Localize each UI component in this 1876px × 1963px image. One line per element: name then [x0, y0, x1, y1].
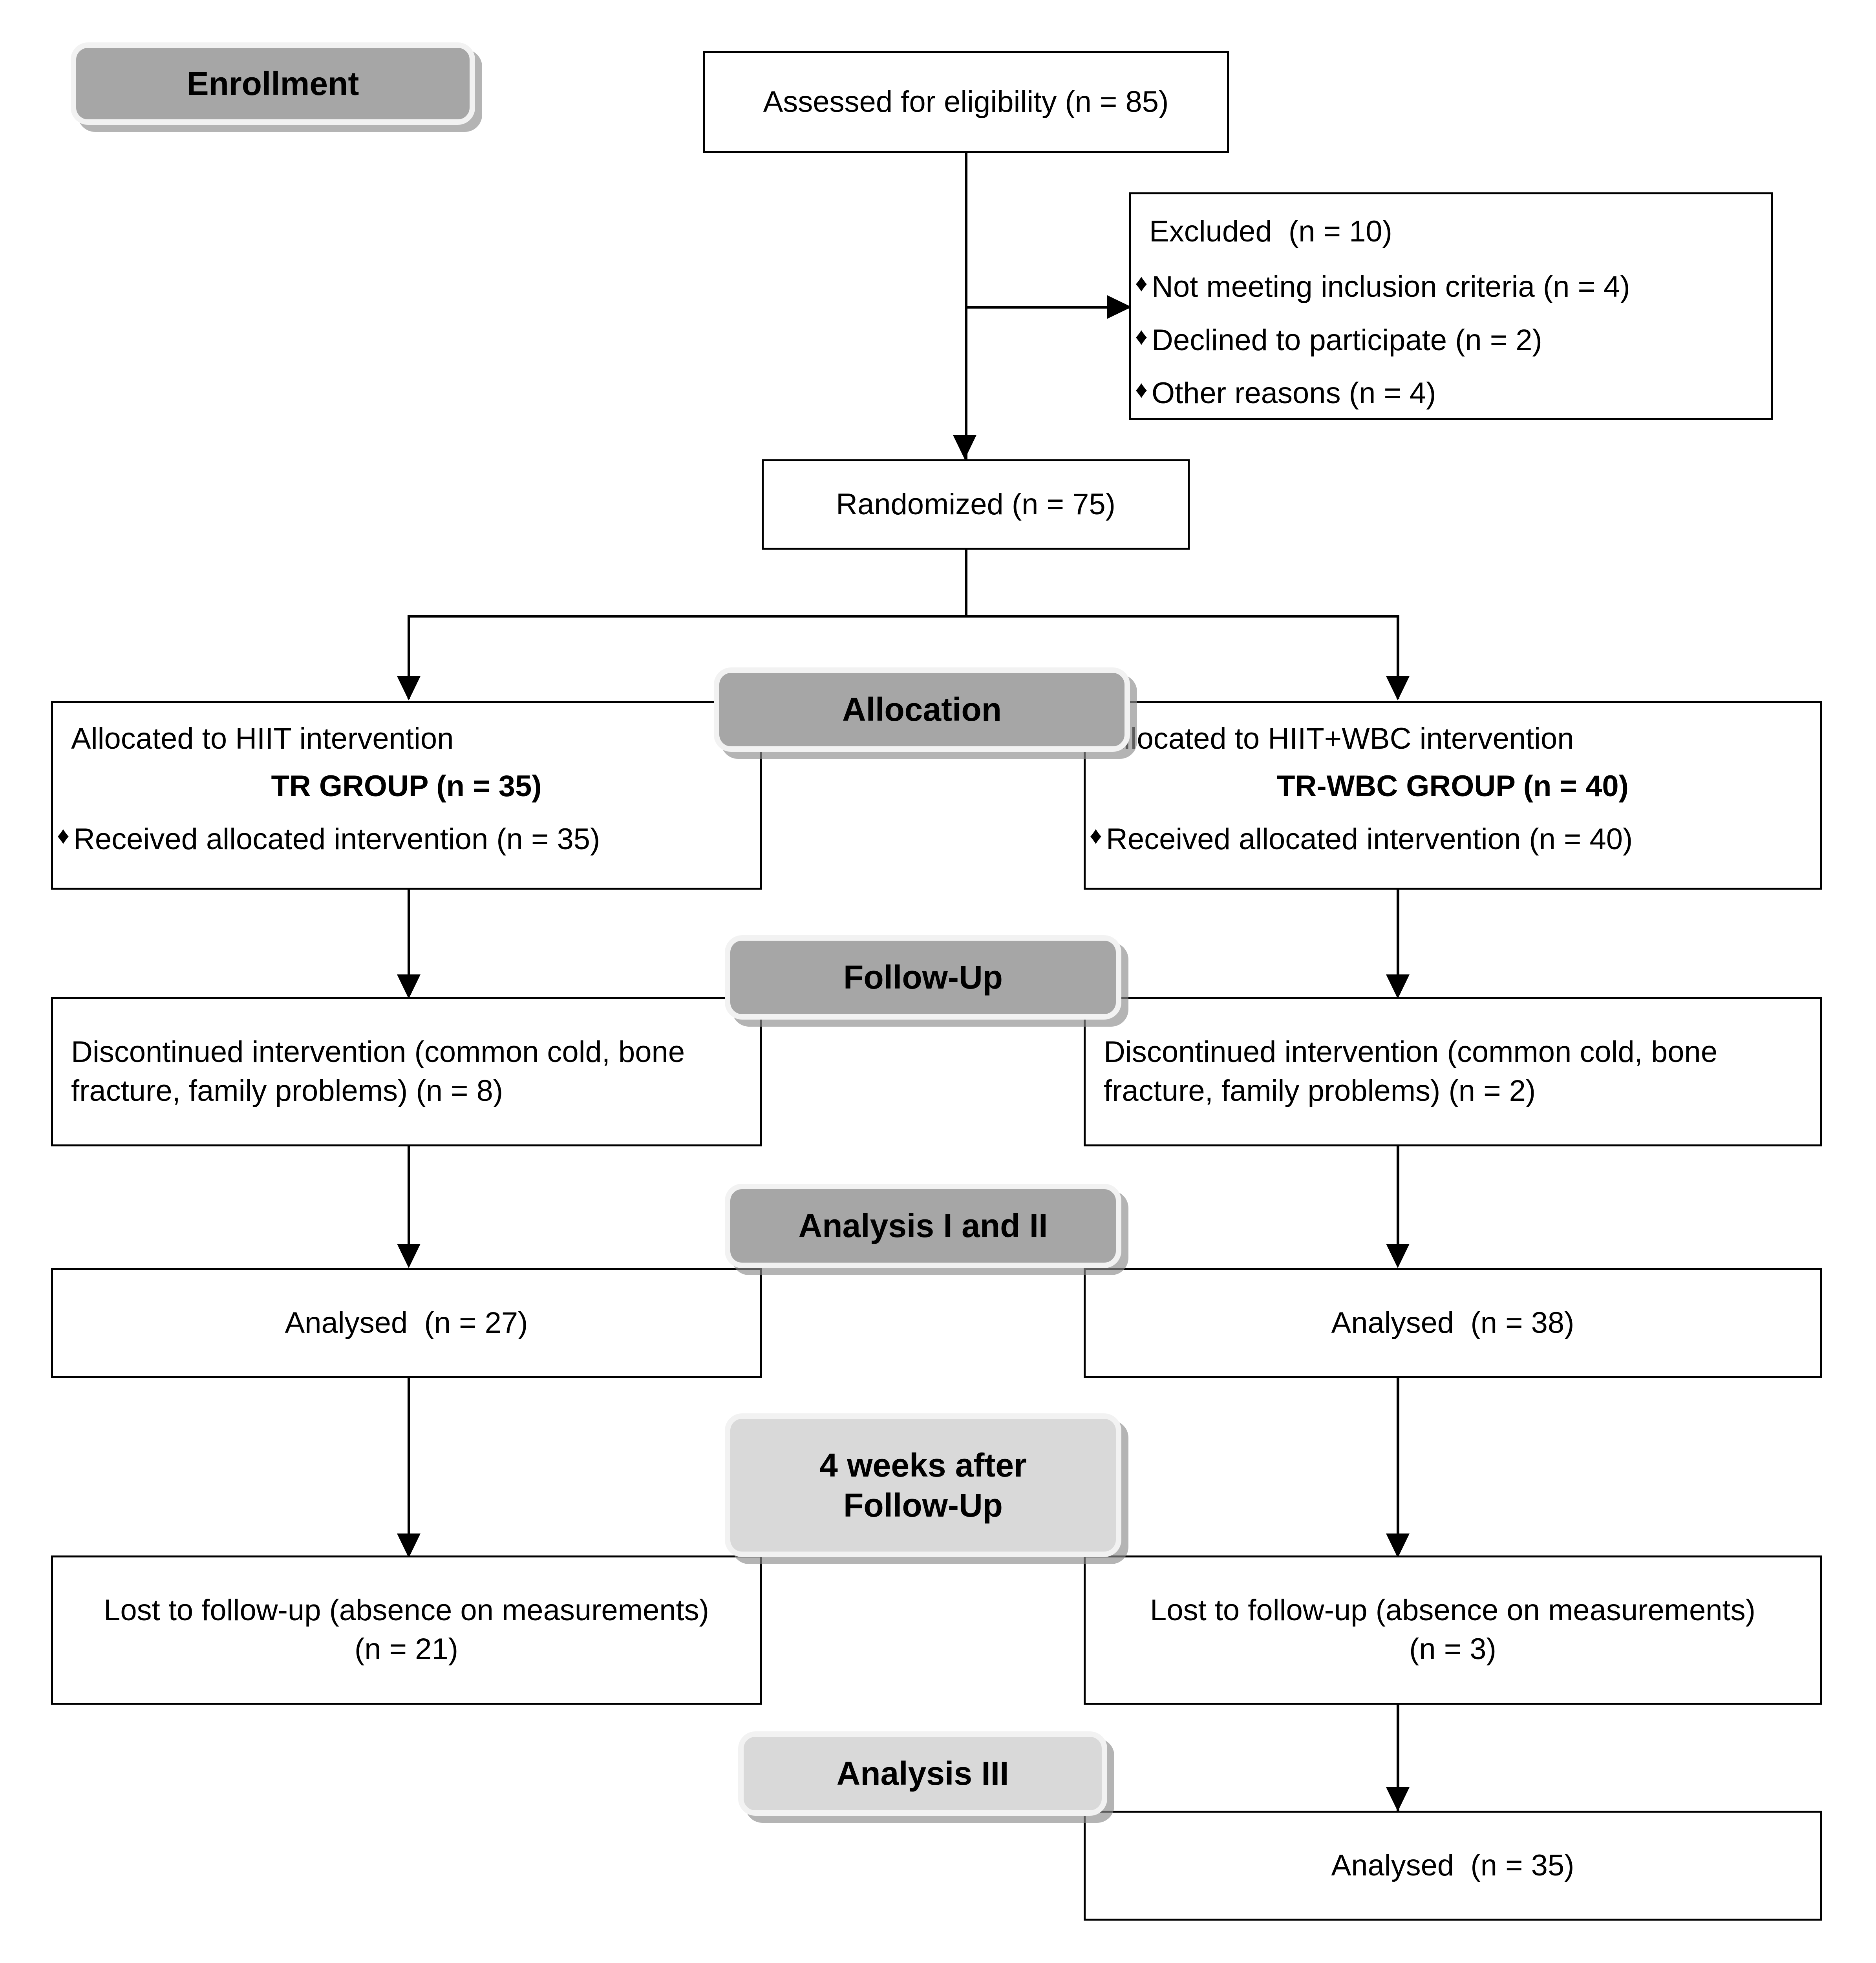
arrow-followup-right-to-analysed	[1386, 1244, 1410, 1268]
stage-badge-4-weeks-line1: 4 weeks after	[819, 1446, 1027, 1484]
box-assessed-for-eligibility: Assessed for eligibility (n = 85)	[703, 51, 1229, 153]
arrow-to-excluded	[1107, 295, 1132, 319]
stage-badge-allocation-label: Allocation	[842, 691, 1002, 728]
connector-followup-left-to-analysed	[408, 1146, 410, 1264]
excluded-reason-item: ♦ Not meeting inclusion criteria (n = 4)	[1131, 267, 1771, 307]
arrow-analysed-right-to-lost	[1386, 1533, 1410, 1558]
box-excluded: Excluded (n = 10) ♦ Not meeting inclusio…	[1129, 192, 1773, 420]
alloc-right-bullet: ♦ Received allocated intervention (n = 4…	[1086, 819, 1820, 859]
stage-badge-enrollment-label: Enrollment	[187, 65, 359, 102]
alloc-left-bullet-list: ♦ Received allocated intervention (n = 3…	[53, 806, 760, 859]
connector-to-excluded	[965, 306, 1130, 309]
stage-badge-allocation: Allocation	[714, 667, 1130, 752]
diamond-bullet-icon: ♦	[57, 822, 69, 849]
alloc-left-line1: Allocated to HIIT intervention	[71, 722, 454, 755]
stage-badge-followup: Follow-Up	[725, 935, 1121, 1020]
diamond-bullet-icon: ♦	[1135, 376, 1148, 404]
followup-right-line2: fracture, family problems) (n = 2)	[1104, 1074, 1536, 1108]
alloc-right-bullet-list: ♦ Received allocated intervention (n = 4…	[1086, 806, 1820, 859]
stage-badge-analysis-3-label: Analysis III	[836, 1755, 1009, 1792]
excluded-reason-text: Not meeting inclusion criteria (n = 4)	[1152, 270, 1630, 303]
stage-badge-followup-label: Follow-Up	[843, 959, 1003, 996]
excluded-reason-item: ♦ Declined to participate (n = 2)	[1131, 320, 1771, 360]
connector-alloc-right-to-followup	[1397, 890, 1399, 996]
box-discontinued-tr: Discontinued intervention (common cold, …	[51, 997, 762, 1146]
excluded-reason-item: ♦ Other reasons (n = 4)	[1131, 373, 1771, 413]
box-allocated-tr-wbc-group: Allocated to HIIT+WBC intervention TR-WB…	[1084, 701, 1822, 890]
excluded-heading: Excluded (n = 10)	[1149, 215, 1392, 248]
excluded-reason-list: ♦ Not meeting inclusion criteria (n = 4)…	[1131, 254, 1771, 413]
arrow-followup-left-to-analysed	[397, 1244, 421, 1268]
arrow-split-left	[397, 676, 421, 700]
connector-randomized-down	[965, 550, 967, 616]
diamond-bullet-icon: ♦	[1135, 269, 1148, 297]
box-analysed-tr: Analysed (n = 27)	[51, 1268, 762, 1378]
alloc-left-bullet-text: Received allocated intervention (n = 35)	[73, 822, 600, 856]
analysed-left-text: Analysed (n = 27)	[285, 1306, 528, 1340]
randomized-text: Randomized (n = 75)	[836, 487, 1115, 521]
followup-left-line1: Discontinued intervention (common cold, …	[71, 1035, 685, 1069]
alloc-right-bullet-text: Received allocated intervention (n = 40)	[1106, 822, 1633, 856]
arrow-lost-right-to-final	[1386, 1787, 1410, 1811]
connector-split-left-down	[408, 615, 410, 699]
stage-badge-analysis-1-2-label: Analysis I and II	[798, 1207, 1048, 1245]
stage-badge-4-weeks-line2: Follow-Up	[843, 1487, 1003, 1524]
alloc-left-bullet: ♦ Received allocated intervention (n = 3…	[53, 819, 760, 859]
arrow-analysed-left-to-lost	[397, 1533, 421, 1558]
excluded-reason-text: Other reasons (n = 4)	[1152, 377, 1436, 410]
lost-left-line2: (n = 21)	[354, 1632, 459, 1666]
followup-left-line2: fracture, family problems) (n = 8)	[71, 1074, 503, 1108]
analysed-right-text: Analysed (n = 38)	[1331, 1306, 1574, 1340]
lost-right-line1: Lost to follow-up (absence on measuremen…	[1150, 1594, 1755, 1627]
alloc-right-group: TR-WBC GROUP (n = 40)	[1277, 769, 1629, 803]
assessed-text: Assessed for eligibility (n = 85)	[763, 85, 1169, 119]
connector-split-bar	[408, 615, 1399, 618]
arrow-assessed-to-randomized	[953, 435, 976, 459]
box-randomized: Randomized (n = 75)	[762, 459, 1190, 550]
stage-badge-4-weeks-after-followup: 4 weeks after Follow-Up	[725, 1413, 1121, 1557]
analysed-final-text: Analysed (n = 35)	[1331, 1848, 1574, 1882]
lost-left-line1: Lost to follow-up (absence on measuremen…	[104, 1594, 709, 1627]
arrow-split-right	[1386, 676, 1410, 700]
box-discontinued-tr-wbc: Discontinued intervention (common cold, …	[1084, 997, 1822, 1146]
connector-alloc-left-to-followup	[408, 890, 410, 996]
diamond-bullet-icon: ♦	[1135, 323, 1148, 350]
lost-right-line2: (n = 3)	[1409, 1632, 1496, 1666]
arrow-alloc-right-to-followup	[1386, 974, 1410, 999]
connector-lost-right-to-final	[1397, 1705, 1399, 1811]
alloc-right-line1: Allocated to HIIT+WBC intervention	[1104, 722, 1574, 755]
connector-followup-right-to-analysed	[1397, 1146, 1399, 1264]
connector-analysed-left-to-lost	[408, 1378, 410, 1555]
followup-right-line1: Discontinued intervention (common cold, …	[1104, 1035, 1718, 1069]
arrow-alloc-left-to-followup	[397, 974, 421, 999]
connector-split-right-down	[1397, 615, 1399, 699]
stage-badge-analysis-3: Analysis III	[738, 1731, 1107, 1816]
box-analysed-tr-wbc: Analysed (n = 38)	[1084, 1268, 1822, 1378]
stage-badge-enrollment: Enrollment	[71, 42, 475, 125]
diamond-bullet-icon: ♦	[1090, 822, 1102, 849]
box-allocated-tr-group: Allocated to HIIT intervention TR GROUP …	[51, 701, 762, 890]
box-analysed-final: Analysed (n = 35)	[1084, 1811, 1822, 1921]
box-lost-to-followup-tr: Lost to follow-up (absence on measuremen…	[51, 1555, 762, 1705]
box-lost-to-followup-tr-wbc: Lost to follow-up (absence on measuremen…	[1084, 1555, 1822, 1705]
stage-badge-analysis-1-2: Analysis I and II	[725, 1184, 1121, 1268]
excluded-reason-text: Declined to participate (n = 2)	[1152, 323, 1542, 357]
connector-analysed-right-to-lost	[1397, 1378, 1399, 1555]
alloc-left-group: TR GROUP (n = 35)	[271, 769, 542, 803]
